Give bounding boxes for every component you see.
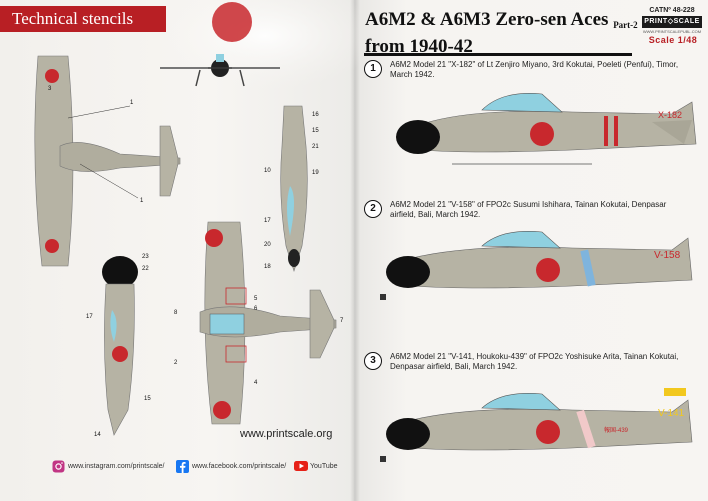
callout-15: 15: [312, 128, 319, 134]
profile-number-1: 1: [364, 60, 382, 78]
profile-2-aircraft: V-158: [380, 231, 693, 300]
callout-2: 2: [174, 360, 178, 366]
sheet-title: A6M2 & A6M3 Zero-sen Aces Part-2 from 19…: [365, 9, 638, 57]
profile-1-code: X-182: [658, 110, 682, 120]
aircraft-top-view-stencils: 3 1 1: [34, 55, 181, 267]
brand-url: WWW.PRINTSCALEPUBL.COM: [642, 29, 702, 34]
callout-16: 16: [312, 112, 319, 118]
aircraft-bottom-view-stencils: 5 6 7 8 4 2: [174, 221, 344, 425]
callout-1b: 1: [140, 198, 144, 204]
youtube-link[interactable]: YouTube: [310, 463, 338, 470]
callout-17b: 17: [86, 314, 93, 320]
callout-1: 1: [130, 100, 134, 106]
website-url[interactable]: www.printscale.org: [240, 428, 333, 440]
page-spine: [350, 0, 360, 501]
flag-backdrop: [170, 0, 360, 90]
facebook-icon[interactable]: [176, 460, 189, 473]
instagram-icon[interactable]: [52, 460, 65, 473]
profile-3-fuselage-text: 報国-439: [604, 427, 629, 434]
catalog-number: CATNº 48-228: [649, 7, 695, 14]
youtube-icon[interactable]: [294, 461, 308, 471]
profile-description-1: A6M2 Model 21 "X-182" of Lt Zenjiro Miya…: [390, 60, 679, 79]
callout-17: 17: [264, 218, 271, 224]
title-line-1: A6M2 & A6M3 Zero-sen Aces: [365, 9, 609, 30]
callout-21: 21: [312, 144, 319, 150]
callout-20: 20: [264, 242, 271, 248]
profile-3-code: V-141: [658, 408, 685, 419]
title-part: Part-2: [613, 20, 638, 30]
callout-7: 7: [340, 318, 344, 324]
profile-number-2: 2: [364, 200, 382, 218]
profile-1-aircraft: X-182: [396, 93, 697, 165]
callout-6: 6: [254, 306, 258, 312]
stencils-tag: Technical stencils: [0, 6, 166, 32]
aircraft-port-side-view: 23 22 17 15 14: [86, 254, 151, 438]
instagram-link[interactable]: www.instagram.com/printscale/: [68, 463, 165, 470]
callout-5: 5: [254, 296, 258, 302]
callout-8: 8: [174, 310, 178, 316]
callout-10: 10: [264, 168, 271, 174]
callout-18: 18: [264, 264, 271, 270]
brand-logo: PRINT◇SCALE: [642, 16, 702, 28]
profile-3-aircraft: V-141 報国-439: [380, 388, 693, 462]
profile-description-3: A6M2 Model 21 "V-141, Houkoku-439" of FP…: [390, 352, 679, 371]
callout-22: 22: [142, 266, 149, 272]
scale-label: Scale 1/48: [648, 35, 698, 45]
callout-14: 14: [94, 432, 101, 438]
title-line-2: from 1940-42: [365, 36, 473, 57]
profile-description-2: A6M2 Model 21 "V-158" of FPO2c Susumi Is…: [390, 200, 667, 219]
profile-number-3: 3: [364, 352, 382, 370]
aircraft-side-view-stencils: 16 15 21 19 10 17 20 18: [264, 105, 319, 272]
aircraft-front-view: [160, 54, 280, 87]
callout-23: 23: [142, 254, 149, 260]
callout-4: 4: [254, 380, 258, 386]
callout-3: 3: [48, 86, 52, 92]
title-underline: [364, 53, 632, 56]
profile-2-code: V-158: [654, 250, 681, 261]
facebook-link[interactable]: www.facebook.com/printscale/: [192, 463, 287, 470]
callout-19: 19: [312, 170, 319, 176]
callout-15b: 15: [144, 396, 151, 402]
